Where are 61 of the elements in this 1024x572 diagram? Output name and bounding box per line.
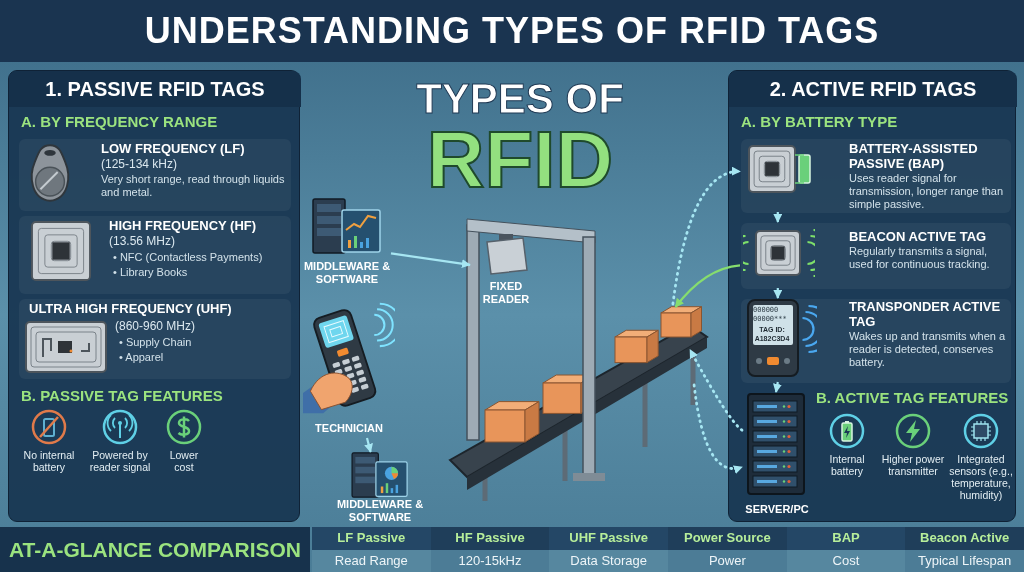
- node-label: MIDDLEWARE & SOFTWARE: [335, 498, 425, 524]
- arrow: [364, 437, 373, 453]
- feature-label: Powered by reader signal: [88, 449, 152, 473]
- arrow: [674, 264, 741, 308]
- feature-label: Lower cost: [168, 449, 200, 473]
- table-cell: Data Storage: [549, 549, 668, 572]
- node-label: MIDDLEWARE & SOFTWARE: [303, 260, 391, 286]
- feature-label: Integrated sensors (e.g., temperature, humidity): [948, 453, 1014, 501]
- description: Uses reader signal for transmission, longer range than simple passive.: [849, 172, 1005, 211]
- feature-label: Internal battery: [828, 453, 866, 477]
- node-label: SERVER/PC: [744, 503, 810, 516]
- table-header-cell: BAP: [786, 527, 906, 550]
- arrow: [773, 288, 783, 299]
- tag-card: [741, 139, 1011, 213]
- tag-type-heading: BATTERY-ASSISTED PASSIVE (BAP): [849, 141, 979, 171]
- tag-card: [19, 139, 291, 211]
- panel: [8, 70, 300, 522]
- title: UNDERSTANDING TYPES OF RFID TAGS: [0, 0, 1024, 62]
- section-heading: B. PASSIVE TAG FEATURES: [21, 387, 224, 405]
- tag-type-heading: LOW FREQUENCY (LF): [101, 141, 246, 156]
- bullet-item: • Supply Chain: [118, 335, 193, 349]
- tag-type-heading: BEACON ACTIVE TAG: [849, 229, 988, 244]
- table-header-cell: Power Source: [668, 527, 787, 550]
- description: Regularly transmits a signal, used for continuous tracking.: [849, 245, 991, 271]
- table-header-cell: HF Passive: [430, 527, 550, 550]
- table-cell: Read Range: [312, 549, 431, 572]
- tag-type-heading: ULTRA HIGH FREQUENCY (UHF): [29, 301, 233, 316]
- bullet-item: • Library Books: [112, 265, 189, 279]
- frequency-range: (13.56 MHz): [109, 234, 177, 249]
- dotted-arrow: [671, 167, 742, 306]
- frequency-range: (860-960 MHz): [115, 319, 197, 334]
- dotted-arrow: [688, 348, 744, 432]
- section-heading: AT-A-GLANCE COMPARISON: [0, 527, 310, 572]
- tag-card: [19, 216, 291, 294]
- node-label: TECHNICIAN: [314, 422, 384, 435]
- panel: [728, 70, 1016, 522]
- node-label: FIXED READER: [481, 280, 531, 306]
- table-header-cell: Beacon Active: [905, 527, 1024, 550]
- panel-heading: 2. ACTIVE RFID TAGS: [729, 71, 1017, 107]
- bullet-item: • Apparel: [118, 350, 165, 364]
- panel-heading: 1. PASSIVE RFID TAGS: [9, 71, 301, 107]
- bullet-item: • NFC (Contactless Payments): [112, 250, 264, 264]
- dotted-arrow: [692, 383, 744, 474]
- section-heading: A. BY BATTERY TYPE: [741, 113, 899, 131]
- tag-card: [741, 223, 1011, 289]
- description: Wakes up and transmits when a reader is detected, conserves battery.: [849, 330, 1007, 369]
- arrow: [390, 252, 471, 269]
- arrow: [773, 381, 782, 393]
- arrow: [773, 212, 783, 223]
- table-header-cell: LF Passive: [312, 527, 431, 550]
- section-heading: B. ACTIVE TAG FEATURES: [816, 389, 1010, 407]
- frequency-range: (125-134 kHz): [101, 157, 179, 172]
- tag-type-heading: TRANSPONDER ACTIVE TAG: [849, 299, 1002, 329]
- tag-card: [741, 299, 1011, 383]
- description: Very short range, read through liquids and metal.: [101, 173, 286, 199]
- feature-label: Higher power transmitter: [880, 453, 946, 477]
- section-heading: A. BY FREQUENCY RANGE: [21, 113, 219, 131]
- feature-label: No internal battery: [22, 449, 76, 473]
- tag-type-heading: HIGH FREQUENCY (HF): [109, 218, 258, 233]
- tag-card: [19, 299, 291, 379]
- table-header-cell: UHF Passive: [549, 527, 668, 550]
